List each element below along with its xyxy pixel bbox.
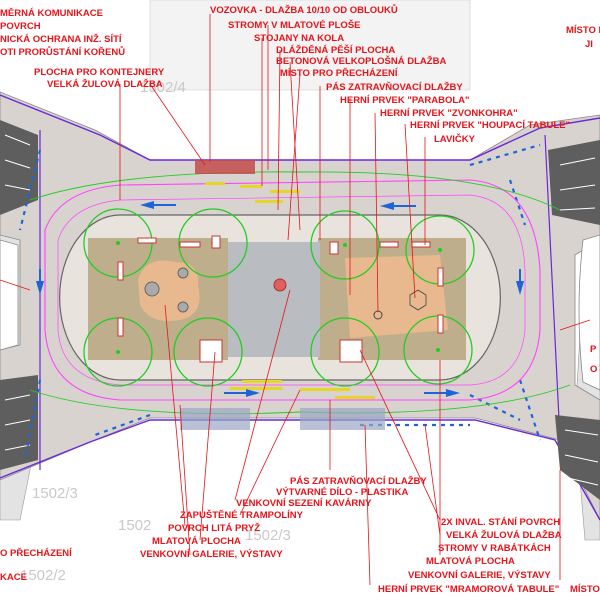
center-paving — [228, 242, 320, 357]
sculpture-marker — [273, 278, 287, 292]
label-sezeni-kavarny: VENKOVNÍ SEZENÍ KAVÁRNY — [236, 498, 372, 509]
label-lita-pryz: POVRCH LITÁ PRYŽ — [168, 522, 260, 534]
label-plastika: VÝTVARNÉ DÍLO - PLASTIKA — [276, 486, 408, 498]
east-street-block — [578, 234, 600, 391]
label-pesi-plocha: DLÁŽDĚNÁ PĚŠÍ PLOCHA — [276, 44, 395, 56]
label-zulova-dlazba-bottom: VELKÁ ŽULOVÁ DLAŽBA — [446, 529, 562, 541]
label-parabola: HERNÍ PRVEK "PARABOLA" — [340, 95, 470, 106]
west-street-block — [0, 239, 19, 351]
trees — [83, 208, 475, 387]
label-mramorova-tabule: HERNÍ PRVEK "MRAMOROVÁ TABULE" — [378, 584, 559, 595]
leader-lines — [0, 14, 591, 586]
road-edge-curve-inner — [57, 194, 526, 386]
boundary-line-top — [0, 94, 600, 161]
label-inval-stani: 2X INVAL. STÁNÍ POVRCH — [441, 517, 560, 528]
label-mlatova-right: MLATOVÁ PLOCHA — [426, 556, 515, 567]
label-trampoliny: ZAPUŠTĚNÉ TRAMPOLÍNY — [180, 509, 304, 521]
container-area — [195, 160, 255, 174]
label-misto-p-top-right: MÍSTO P — [566, 25, 600, 36]
parcel-number-2: 1502/2 — [20, 567, 66, 584]
label-galerie-right: VENKOVNÍ GALERIE, VÝSTAVY — [408, 569, 551, 581]
parcel-number-5: 1502 — [118, 517, 151, 534]
trampoline-1 — [144, 281, 160, 297]
benches — [117, 235, 444, 363]
label-misto-bottom-right: MÍSTO — [570, 584, 600, 595]
trampoline-2 — [177, 267, 189, 279]
gallery-strip-left — [180, 408, 250, 430]
label-p-right: P — [590, 344, 597, 355]
grass-tile-strips — [205, 182, 375, 399]
label-galerie-left: VENKOVNÍ GALERIE, VÝSTAVY — [140, 548, 283, 560]
label-stromy-rabatky: STROMY V RABÁTKÁCH — [438, 543, 551, 554]
label-misto-prechazeni-top: MÍSTO PRO PŘECHÁZENÍ — [280, 67, 398, 79]
parcel-number-1: 1502/3 — [32, 485, 78, 502]
label-stojany: STOJANY NA KOLA — [254, 33, 344, 44]
label-zatravnovaci-top: PÁS ZATRAVŇOVACÍ DLAŽBY — [326, 81, 463, 93]
parking-strip-right-top — [548, 140, 600, 225]
label-komunikace: MĚRNÁ KOMUNIKACE — [0, 7, 103, 19]
play-element-zvonkohra — [409, 289, 427, 311]
label-vozovka: VOZOVKA - DLAŽBA 10/10 OD OBLOUKŮ — [210, 4, 398, 16]
label-ochrana-siti: NICKÁ OCHRANA INŽ. SÍTÍ — [0, 33, 122, 45]
label-zvonkohra: HERNÍ PRVEK "ZVONKOHRA" — [380, 108, 518, 119]
parcel-number-3: 1502/3 — [245, 527, 291, 544]
label-prechazeni-bottom-left: O PŘECHÁZENÍ — [0, 547, 72, 559]
traffic-arrows — [36, 201, 524, 397]
label-ji: JI — [585, 39, 593, 50]
label-zatravnovaci-bottom: PÁS ZATRAVŇOVACÍ DLAŽBY — [290, 475, 427, 487]
label-lavicky: LAVIČKY — [434, 133, 476, 145]
green-curve-top — [29, 171, 561, 211]
label-kontejnery: PLOCHA PRO KONTEJNERY — [34, 67, 165, 78]
annotation-labels: MĚRNÁ KOMUNIKACE POVRCH NICKÁ OCHRANA IN… — [0, 4, 600, 595]
label-kace-bottom-left: KACE — [0, 572, 27, 583]
road-edge-curve-outer — [44, 179, 541, 401]
label-prorustani: OTI PRORŮSTÁNÍ KOŘENŮ — [0, 46, 125, 58]
building-block-top — [149, 0, 471, 91]
label-betonova-dlazba: BETONOVÁ VELKOPLOŠNÁ DLAŽBA — [276, 55, 446, 67]
trampoline-3 — [177, 301, 189, 313]
gallery-strip-right — [300, 408, 385, 430]
parcel-number-4: 1502/4 — [140, 79, 186, 96]
label-o-right: O — [590, 364, 597, 375]
label-povrch: POVRCH — [0, 21, 41, 32]
label-mlatova-left: MLATOVÁ PLOCHA — [152, 536, 241, 547]
parking-markings — [4, 134, 599, 486]
label-houpaci-tabule: HERNÍ PRVEK "HOUPACÍ TABULE" — [410, 120, 570, 131]
play-surface-right — [345, 255, 448, 338]
label-zulova-dlazba-top: VELKÁ ŽULOVÁ DLAŽBA — [47, 78, 163, 90]
parking-strip-left-top — [0, 120, 38, 215]
label-stromy-mlat: STROMY V MLATOVÉ PLOŠE — [228, 19, 361, 31]
